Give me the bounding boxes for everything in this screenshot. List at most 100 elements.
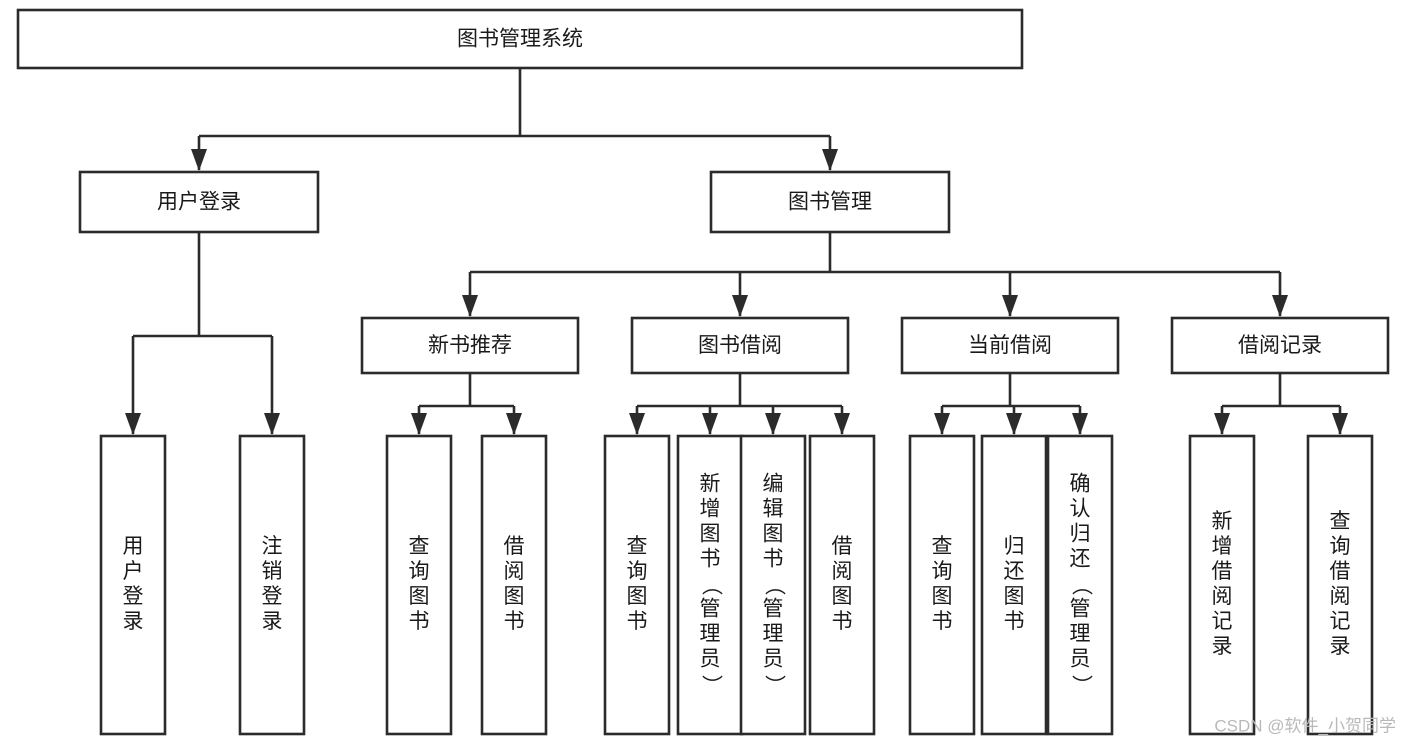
node-book_borrow[interactable]: 图书借阅 [630, 316, 850, 375]
node-box [1046, 434, 1114, 736]
arrow-head-icon [934, 413, 950, 435]
node-label-char: 询 [932, 560, 953, 583]
node-root-system[interactable]: 图书管理系统 [16, 8, 1024, 70]
node-label: 用户登录 [157, 191, 241, 214]
node-label-char: 记 [1212, 610, 1233, 633]
arrow-head-icon [506, 413, 522, 435]
watermark-label: CSDN @软件_小贺同学 [1214, 716, 1396, 735]
node-label-char: （ [699, 575, 722, 596]
arrow-head-icon [1332, 413, 1348, 435]
arrow-head-icon [1072, 413, 1088, 435]
node-label-char: ） [762, 675, 785, 696]
node-label-char: 归 [1004, 535, 1025, 558]
node-label-char: 询 [1330, 535, 1351, 558]
node-label-char: 图 [1004, 585, 1025, 608]
arrow-head-icon [834, 413, 850, 435]
node-label-char: 管 [700, 598, 721, 621]
node-box [808, 434, 876, 736]
node-label-char: 询 [409, 560, 430, 583]
node-label-char: 查 [627, 535, 648, 558]
arrow-head-icon [702, 413, 718, 435]
node-label-char: 书 [1004, 610, 1025, 633]
node-label-char: 书 [700, 548, 721, 571]
node-label: 图书管理系统 [457, 28, 583, 51]
arrow-head-icon [732, 295, 748, 317]
arrow-head-icon [191, 149, 207, 171]
node-label-char: 归 [1070, 523, 1091, 546]
node-label-char: 认 [1070, 498, 1091, 521]
node-label-char: 户 [123, 560, 144, 583]
node-box [1188, 434, 1256, 736]
node-label: 当前借阅 [968, 334, 1052, 357]
arrow-head-icon [1006, 413, 1022, 435]
node-label-char: 注 [262, 535, 283, 558]
node-box [676, 434, 744, 736]
node-label-char: 询 [627, 560, 648, 583]
node-label-char: 录 [1330, 635, 1351, 658]
node-label-char: 编 [763, 473, 784, 496]
node-label-char: 图 [932, 585, 953, 608]
connector-layer [125, 68, 1348, 435]
node-label-char: 书 [504, 610, 525, 633]
node-label-char: 新 [1212, 510, 1233, 533]
arrow-head-icon [411, 413, 427, 435]
node-label-char: 登 [262, 585, 283, 608]
node-label-char: 借 [832, 535, 853, 558]
node-label-char: 查 [932, 535, 953, 558]
arrow-head-icon [125, 413, 141, 435]
node-box [238, 434, 306, 736]
node-book_manage[interactable]: 图书管理 [709, 170, 951, 234]
node-label-char: 图 [409, 585, 430, 608]
node-label-char: 增 [700, 498, 721, 521]
node-label-char: 借 [1330, 560, 1351, 583]
node-label-char: 录 [123, 610, 144, 633]
node-box [1306, 434, 1374, 736]
node-box [739, 434, 807, 736]
node-leaf_user_login[interactable]: 用户登录 [99, 434, 167, 736]
node-label-char: （ [762, 575, 785, 596]
arrow-head-icon [264, 413, 280, 435]
node-box [360, 316, 580, 375]
node-box [630, 316, 850, 375]
node-current_borrow[interactable]: 当前借阅 [900, 316, 1120, 375]
node-label-char: 查 [1330, 510, 1351, 533]
node-borrow_record[interactable]: 借阅记录 [1170, 316, 1390, 375]
node-box [385, 434, 453, 736]
node-box [480, 434, 548, 736]
node-label-char: 理 [700, 623, 721, 646]
arrow-head-icon [1272, 295, 1288, 317]
node-label-char: 员 [1070, 648, 1091, 671]
node-user_login[interactable]: 用户登录 [78, 170, 320, 234]
node-label-char: 借 [504, 535, 525, 558]
arrow-head-icon [462, 295, 478, 317]
node-new_book_rec[interactable]: 新书推荐 [360, 316, 580, 375]
node-label-char: 管 [1070, 598, 1091, 621]
node-label-char: 阅 [832, 560, 853, 583]
node-label-char: 辑 [763, 498, 784, 521]
node-label-char: 理 [763, 623, 784, 646]
node-label-char: 还 [1004, 560, 1025, 583]
node-label-char: 查 [409, 535, 430, 558]
node-label: 借阅记录 [1238, 334, 1322, 357]
node-label: 图书管理 [788, 191, 872, 214]
node-label-char: 书 [627, 610, 648, 633]
node-label: 图书借阅 [698, 334, 782, 357]
node-label-char: 还 [1070, 548, 1091, 571]
node-label-char: 记 [1330, 610, 1351, 633]
node-label-char: 书 [763, 548, 784, 571]
node-label-char: 管 [763, 598, 784, 621]
node-label: 新书推荐 [428, 334, 512, 357]
node-label-char: 图 [700, 523, 721, 546]
